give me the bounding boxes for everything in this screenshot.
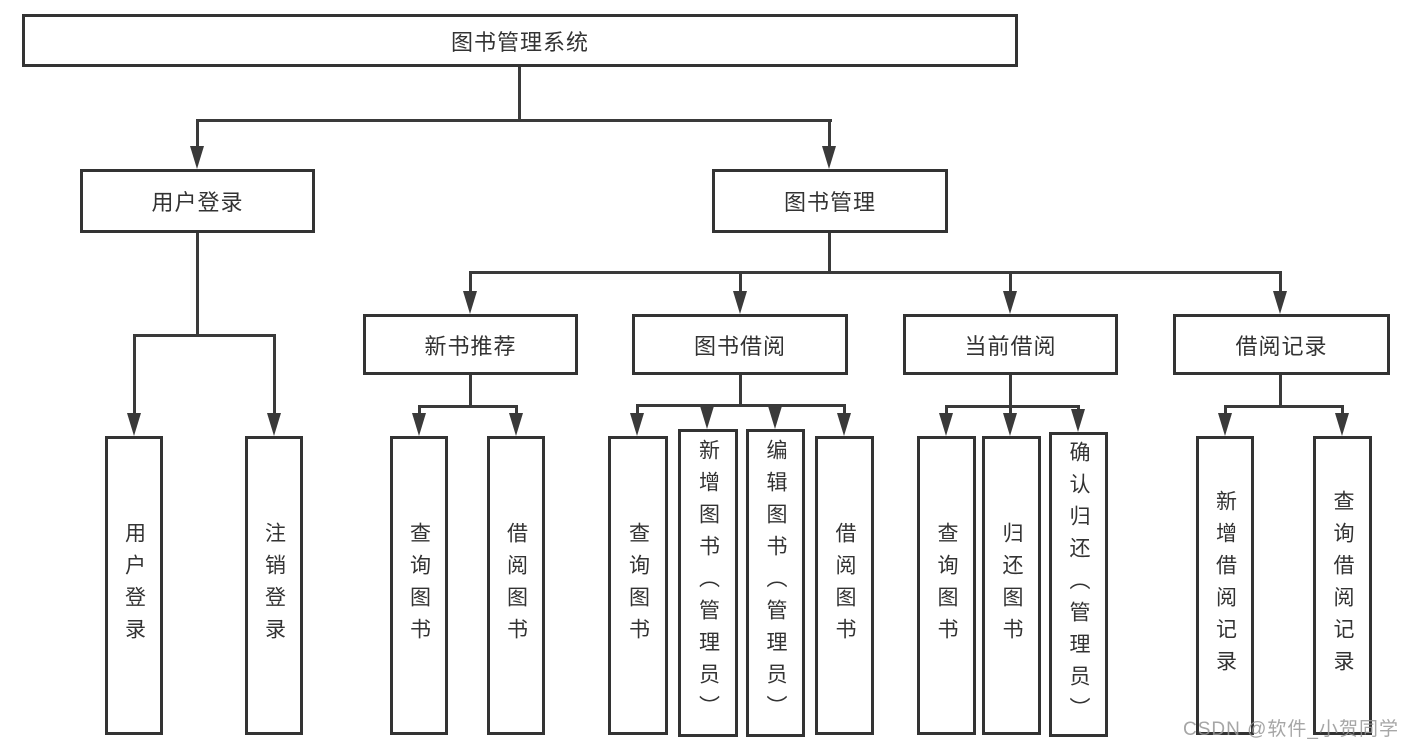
connector-line: [518, 65, 521, 122]
leaf-logout: 注销登录: [245, 436, 303, 735]
leaf-borrow-books-1-label: 借阅图书: [504, 521, 528, 650]
connector-line: [1224, 405, 1343, 408]
leaf-add-book-admin: 新增图书（管理员）: [678, 429, 738, 737]
arrowhead-icon: [837, 413, 851, 436]
node-borrowing-records: 借阅记录: [1173, 314, 1390, 375]
node-new-book-recommendation: 新书推荐: [363, 314, 578, 375]
arrowhead-icon: [1071, 409, 1085, 432]
connector-line: [418, 405, 421, 416]
arrowhead-icon: [939, 413, 953, 436]
node-user-login-label: 用户登录: [151, 190, 244, 215]
connector-line: [1279, 373, 1282, 408]
connector-line: [469, 271, 1282, 274]
arrowhead-icon: [1218, 413, 1232, 436]
arrowhead-icon: [1003, 413, 1017, 436]
node-book-borrowing-label: 图书借阅: [693, 333, 786, 359]
node-current-borrowing-label: 当前借阅: [964, 333, 1057, 359]
leaf-confirm-return-admin: 确认归还（管理员）: [1049, 432, 1108, 737]
leaf-confirm-return-admin-label: 确认归还（管理员）: [1067, 440, 1090, 729]
node-book-borrowing: 图书借阅: [632, 314, 848, 375]
connector-line: [1009, 373, 1012, 408]
leaf-add-borrow-record: 新增借阅记录: [1196, 436, 1254, 735]
node-new-book-recommendation-label: 新书推荐: [424, 333, 517, 359]
connector-line: [1279, 271, 1282, 294]
connector-line: [945, 405, 948, 416]
connector-line: [273, 334, 276, 415]
connector-line: [828, 119, 831, 148]
connector-line: [636, 404, 846, 407]
arrowhead-icon: [190, 146, 204, 169]
node-book-management-label: 图书管理: [783, 190, 876, 215]
connector-line: [133, 334, 276, 337]
leaf-query-books-3-label: 查询图书: [935, 521, 958, 650]
connector-line: [469, 373, 472, 408]
leaf-user-login: 用户登录: [105, 436, 163, 735]
arrowhead-icon: [127, 413, 141, 436]
leaf-query-books-2: 查询图书: [608, 436, 668, 735]
connector-line: [133, 334, 136, 415]
connector-line: [739, 271, 742, 294]
connector-line: [739, 373, 742, 407]
leaf-user-login-label: 用户登录: [122, 521, 146, 650]
arrowhead-icon: [509, 413, 523, 436]
leaf-query-books-2-label: 查询图书: [626, 521, 650, 650]
arrowhead-icon: [733, 291, 747, 314]
arrowhead-icon: [267, 413, 281, 436]
arrowhead-icon: [1335, 413, 1349, 436]
arrowhead-icon: [630, 413, 644, 436]
leaf-logout-label: 注销登录: [262, 521, 286, 650]
leaf-edit-book-admin-label: 编辑图书（管理员）: [764, 439, 787, 727]
arrowhead-icon: [1003, 291, 1017, 314]
connector-line: [945, 405, 1079, 408]
arrowhead-icon: [822, 146, 836, 169]
leaf-return-books: 归还图书: [982, 436, 1041, 735]
leaf-query-books-3: 查询图书: [917, 436, 976, 735]
node-book-management: 图书管理: [712, 169, 948, 233]
connector-line: [1009, 271, 1012, 294]
leaf-borrow-books-2-label: 借阅图书: [833, 521, 856, 650]
leaf-add-book-admin-label: 新增图书（管理员）: [696, 439, 720, 727]
connector-line: [1341, 405, 1344, 416]
leaf-borrow-books-1: 借阅图书: [487, 436, 545, 735]
connector-line: [828, 231, 831, 274]
node-root-label: 图书管理系统: [450, 29, 589, 55]
node-user-login: 用户登录: [80, 169, 315, 233]
leaf-edit-book-admin: 编辑图书（管理员）: [746, 429, 805, 737]
connector-line: [418, 405, 518, 408]
connector-line: [196, 119, 832, 122]
arrowhead-icon: [412, 413, 426, 436]
leaf-query-borrow-record-label: 查询借阅记录: [1331, 489, 1354, 682]
node-borrowing-records-label: 借阅记录: [1235, 333, 1328, 359]
node-current-borrowing: 当前借阅: [903, 314, 1118, 375]
leaf-borrow-books-2: 借阅图书: [815, 436, 874, 735]
node-root: 图书管理系统: [22, 14, 1018, 67]
arrowhead-icon: [700, 406, 714, 429]
connector-line: [1224, 405, 1227, 416]
arrowhead-icon: [463, 291, 477, 314]
arrowhead-icon: [768, 406, 782, 429]
connector-line: [469, 271, 472, 294]
watermark: CSDN @软件_小贺同学: [1183, 719, 1399, 740]
leaf-query-borrow-record: 查询借阅记录: [1313, 436, 1372, 735]
leaf-query-books-1-label: 查询图书: [407, 521, 431, 650]
connector-line: [196, 119, 199, 148]
connector-line: [636, 404, 639, 416]
connector-line: [843, 404, 846, 416]
connector-line: [196, 231, 199, 337]
connector-line: [515, 405, 518, 416]
leaf-add-borrow-record-label: 新增借阅记录: [1213, 489, 1237, 682]
arrowhead-icon: [1273, 291, 1287, 314]
leaf-return-books-label: 归还图书: [1000, 521, 1023, 650]
connector-line: [1009, 405, 1012, 416]
leaf-query-books-1: 查询图书: [390, 436, 448, 735]
